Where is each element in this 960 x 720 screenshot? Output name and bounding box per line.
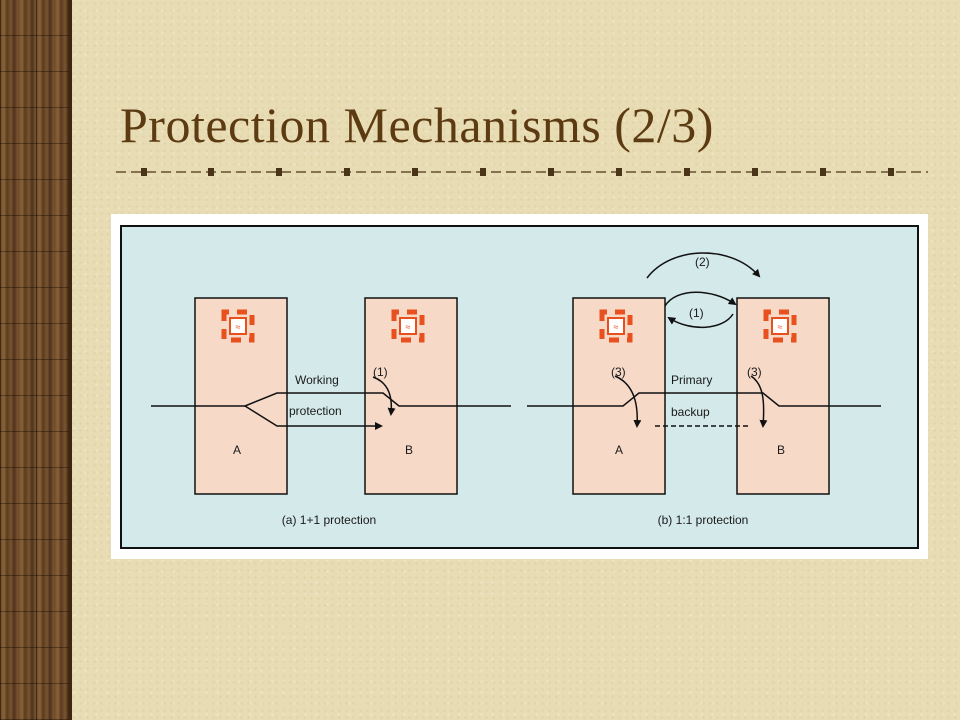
label-step-3-a: (3) (611, 365, 626, 379)
arrow-step-1-forward-icon (664, 291, 737, 307)
arrow-step-2-icon (646, 252, 761, 279)
switch-arrow-b-icon (750, 375, 768, 428)
switch-arrow-a-icon (614, 375, 642, 428)
label-backup: backup (671, 405, 710, 419)
protection-line (244, 405, 383, 430)
panel-1plus1: Working protection (1) A B (a) 1+1 prote… (151, 297, 511, 527)
slide-title: Protection Mechanisms (2/3) (120, 97, 714, 153)
label-protection: protection (289, 404, 342, 418)
label-step-1: (1) (689, 306, 704, 320)
label-node-a: A (615, 443, 623, 457)
label-primary: Primary (671, 373, 712, 387)
label-node-a: A (233, 443, 241, 457)
label-node-b: B (777, 443, 785, 457)
panel-1to1: (2) (1) (3) (3) Primary backup A B (b) 1… (527, 252, 881, 527)
switch-arrow-icon (372, 376, 396, 416)
label-node-b: B (405, 443, 413, 457)
arrow-step-1-back-icon (667, 313, 734, 329)
caption-1plus1: (a) 1+1 protection (282, 513, 376, 527)
caption-1to1: (b) 1:1 protection (658, 513, 749, 527)
title-divider (116, 168, 928, 176)
working-line (244, 392, 511, 407)
label-working: Working (295, 373, 339, 387)
label-step-3-b: (3) (747, 365, 762, 379)
primary-line (527, 392, 881, 407)
label-step-1: (1) (373, 365, 388, 379)
wood-border-edge (68, 0, 72, 720)
protection-diagram: ≈ Working protection (1) A B (a) 1+1 pro… (111, 214, 928, 559)
label-step-2: (2) (695, 255, 710, 269)
wood-border (0, 0, 72, 720)
